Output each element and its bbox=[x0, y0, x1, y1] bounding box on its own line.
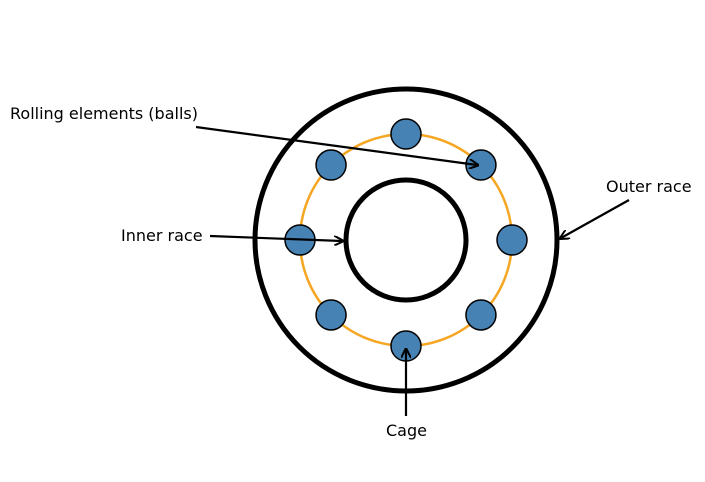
rolling-elements-group bbox=[284, 118, 528, 362]
ball bbox=[390, 118, 422, 150]
ball bbox=[465, 149, 497, 181]
ball bbox=[315, 299, 347, 331]
outer-race-arrow bbox=[561, 199, 630, 238]
ball bbox=[315, 149, 347, 181]
ball bbox=[496, 224, 528, 256]
inner-race-ring bbox=[343, 177, 469, 303]
inner-race-label: Inner race bbox=[121, 226, 203, 245]
cage-label: Cage bbox=[386, 421, 427, 440]
ball bbox=[465, 299, 497, 331]
rolling-elements-label: Rolling elements (balls) bbox=[10, 104, 198, 123]
outer-race-label: Outer race bbox=[606, 177, 692, 196]
inner-race-arrow bbox=[209, 234, 342, 241]
rolling-elements-arrow bbox=[195, 125, 477, 165]
